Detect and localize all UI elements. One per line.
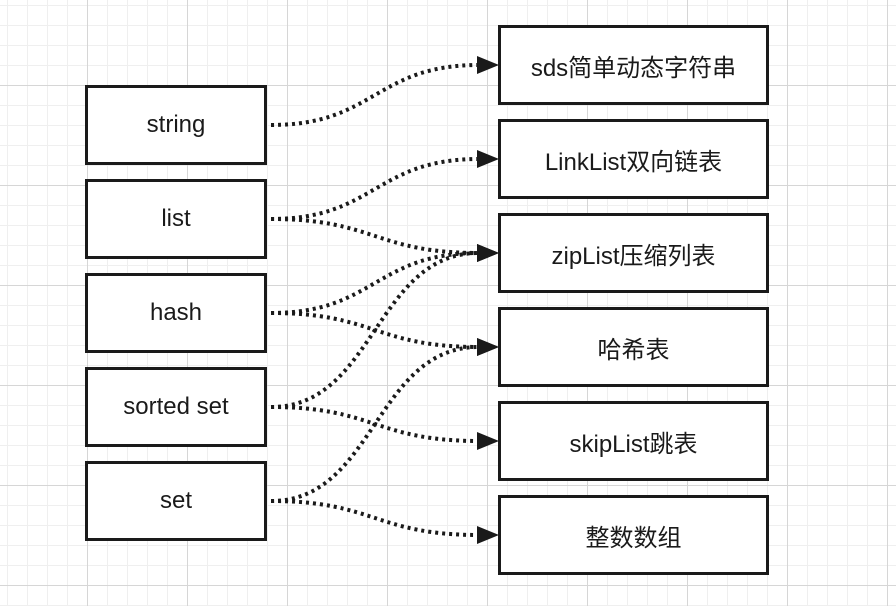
edge-list-to-zip <box>270 217 480 255</box>
target-node-ziplist[interactable]: zipList压缩列表 <box>498 213 769 293</box>
edge-set-to-int <box>270 499 480 537</box>
source-node-string[interactable]: string <box>85 85 267 165</box>
source-label-set: set <box>159 487 192 514</box>
source-label-string: string <box>146 111 206 138</box>
target-label-ziplist: zipList压缩列表 <box>551 242 716 270</box>
arrowhead-set-to-int <box>477 526 499 544</box>
target-node-hashtable[interactable]: 哈希表 <box>498 307 769 387</box>
arrowhead-sorted-to-skip <box>477 432 499 450</box>
source-node-hash[interactable]: hash <box>85 273 267 353</box>
edge-string-to-sds <box>270 63 480 127</box>
edge-sorted-to-zip <box>270 251 480 409</box>
target-label-sds: sds简单动态字符串 <box>530 54 737 82</box>
source-label-sorted-set: sorted set <box>123 393 229 420</box>
arrowhead-set-to-hash <box>477 338 499 356</box>
source-node-sorted-set[interactable]: sorted set <box>85 367 267 447</box>
target-label-linklist: LinkList双向链表 <box>544 148 723 176</box>
target-node-intset[interactable]: 整数数组 <box>498 495 769 575</box>
target-node-sds[interactable]: sds简单动态字符串 <box>498 25 769 105</box>
edge-list-to-link <box>270 157 480 221</box>
edge-hash-to-zip <box>270 251 480 315</box>
source-label-list: list <box>161 205 191 232</box>
target-label-skiplist: skipList跳表 <box>569 430 698 458</box>
arrowhead-sorted-to-zip <box>477 244 499 262</box>
target-label-intset: 整数数组 <box>585 524 682 552</box>
source-label-hash: hash <box>149 299 203 326</box>
source-node-list[interactable]: list <box>85 179 267 259</box>
target-node-skiplist[interactable]: skipList跳表 <box>498 401 769 481</box>
target-label-hashtable: 哈希表 <box>597 336 670 364</box>
arrowhead-list-to-link <box>477 150 499 168</box>
target-node-linklist[interactable]: LinkList双向链表 <box>498 119 769 199</box>
arrowhead-string-to-sds <box>477 56 499 74</box>
edge-set-to-hash <box>270 345 480 503</box>
source-node-set[interactable]: set <box>85 461 267 541</box>
